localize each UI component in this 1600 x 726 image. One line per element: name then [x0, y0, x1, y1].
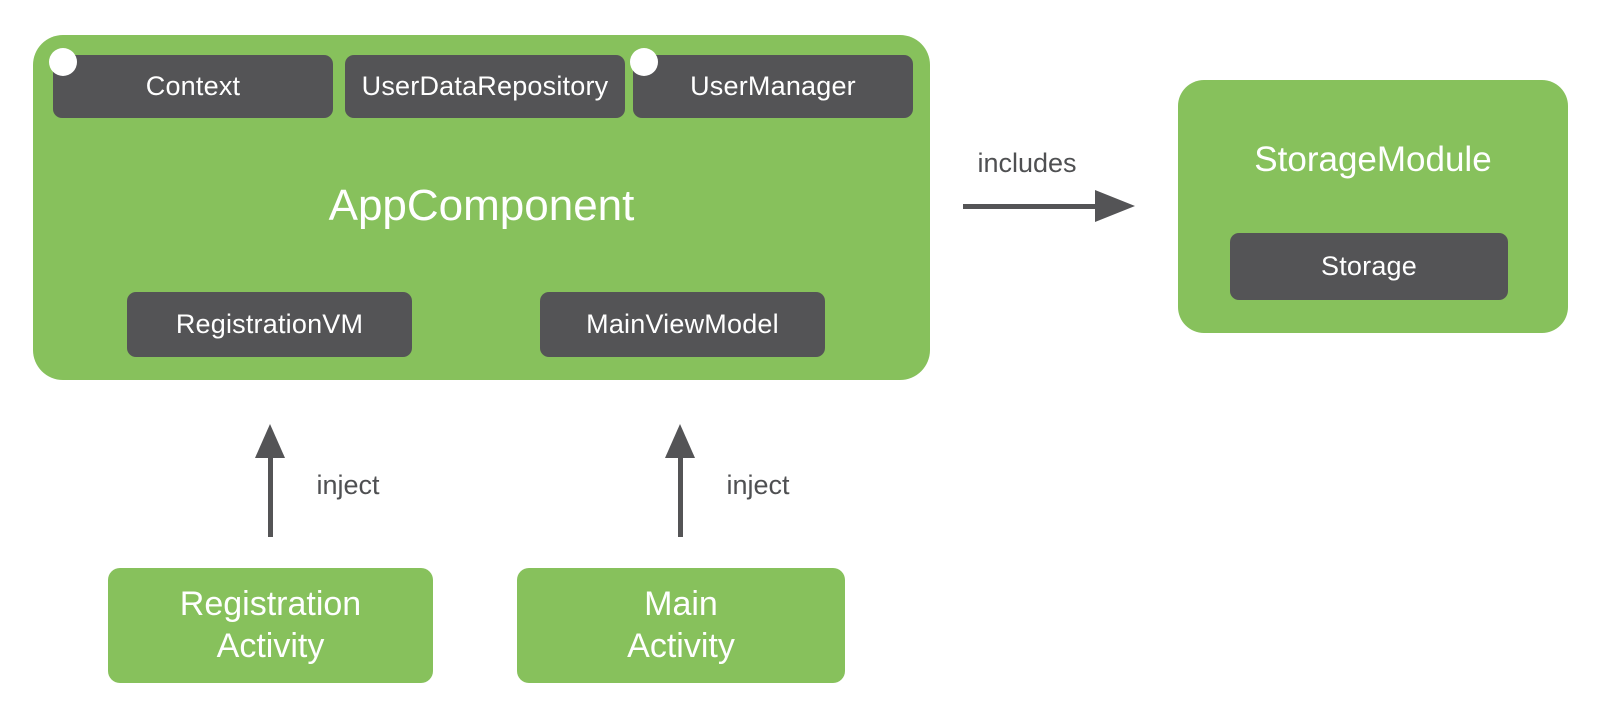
inject-arrow-main: [665, 424, 695, 537]
context-chip: Context: [53, 55, 333, 118]
mainviewmodel-chip: MainViewModel: [540, 292, 825, 357]
includes-arrow: [963, 190, 1135, 222]
context-chip-label: Context: [145, 71, 241, 101]
context-marker-dot-icon: [49, 48, 77, 76]
registrationvm-chip: RegistrationVM: [127, 292, 412, 357]
inject-label-registration: inject: [316, 470, 380, 500]
userdatarepository-chip-label: UserDataRepository: [361, 71, 609, 101]
usermanager-marker-dot-icon: [630, 48, 658, 76]
storage-module-title: StorageModule: [1254, 140, 1492, 179]
registration-activity-box: Registration Activity: [108, 568, 433, 683]
main-activity-label-line2: Activity: [627, 626, 735, 665]
storage-chip-label: Storage: [1321, 251, 1417, 281]
inject-label-main: inject: [726, 470, 790, 500]
includes-label: includes: [977, 148, 1077, 178]
registration-activity-label-line2: Activity: [216, 626, 325, 665]
inject-arrow-registration: [255, 424, 285, 537]
app-component-title: AppComponent: [328, 181, 635, 230]
inject-arrow-registration-line: [268, 456, 273, 537]
app-component-box: Context UserDataRepository UserManager A…: [33, 35, 930, 380]
storage-chip: Storage: [1230, 233, 1508, 300]
registrationvm-chip-label: RegistrationVM: [175, 309, 364, 339]
includes-arrow-head: [1095, 190, 1135, 222]
usermanager-chip-label: UserManager: [690, 71, 856, 101]
includes-arrow-line: [963, 204, 1097, 209]
inject-arrow-main-line: [678, 456, 683, 537]
main-activity-label-line1: Main: [644, 585, 718, 624]
mainviewmodel-chip-label: MainViewModel: [586, 309, 779, 339]
storage-module-box: StorageModule Storage: [1178, 80, 1568, 333]
main-activity-box: Main Activity: [517, 568, 845, 683]
userdatarepository-chip: UserDataRepository: [345, 55, 625, 118]
usermanager-chip: UserManager: [633, 55, 913, 118]
inject-arrow-main-head: [665, 424, 695, 458]
registration-activity-label-line1: Registration: [179, 585, 362, 624]
inject-arrow-registration-head: [255, 424, 285, 458]
